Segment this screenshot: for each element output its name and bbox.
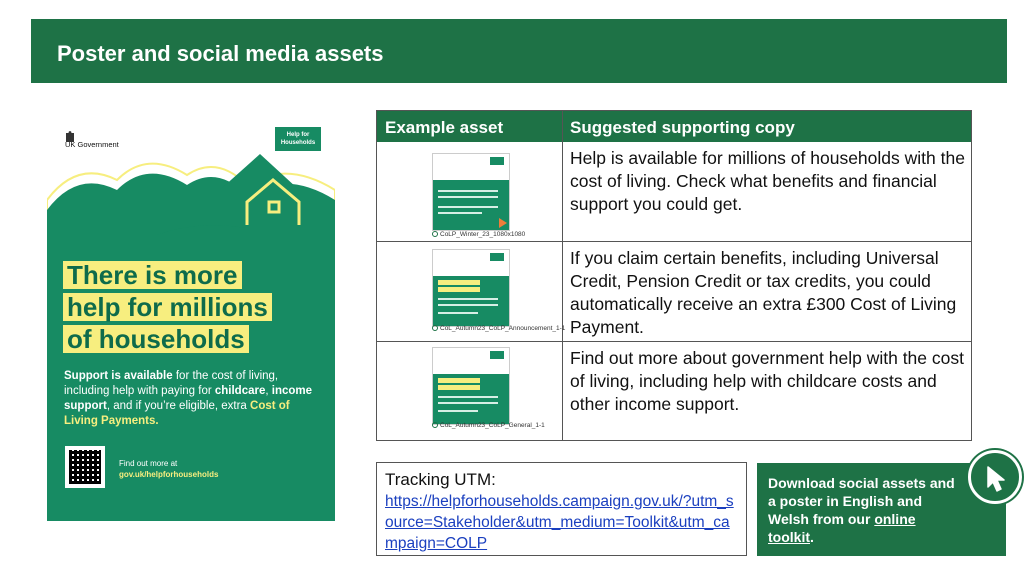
poster-find-url: gov.uk/helpforhouseholds [119,470,219,479]
table-header-asset: Example asset [385,118,504,137]
tracking-link[interactable]: https://helpforhouseholds.campaign.gov.u… [385,493,734,552]
header-bar: Poster and social media assets [31,19,1007,83]
thumb-badge [490,351,504,359]
cursor-click-icon [987,466,1005,492]
assets-table: Example asset Suggested supporting copy … [376,110,972,441]
check-icon [432,422,438,428]
row-divider [377,341,971,342]
poster-body-part-3: childcare [214,385,266,397]
check-icon [432,325,438,331]
thumb-text-line [438,212,482,214]
poster-body-part-2: for the cost of living, including help w… [64,370,279,397]
thumb-text-line [438,206,498,208]
crest-icon [66,131,74,142]
thumb-text-line [438,396,498,398]
poster-find-out: Find out more at gov.uk/helpforhousehold… [119,458,218,480]
poster-body-part-4: , [265,385,272,397]
thumb-badge [490,253,504,261]
thumb-text-line [438,196,498,198]
thumb-headline [438,287,480,292]
table-header: Example asset Suggested supporting copy [377,111,971,142]
thumb-text-line [438,304,498,306]
qr-code [65,446,105,488]
download-text-body: Download social assets and a poster in E… [768,475,955,527]
poster-headline-line-1: There is more [63,261,242,289]
online-toolkit-link[interactable]: online toolkit [768,511,916,545]
thumb-headline [438,280,480,285]
thumb-headline [438,385,480,390]
copy-text: Help is available for millions of househ… [570,148,965,214]
play-icon [499,218,507,228]
asset-caption-text: CoL_Autumn23_CoLP_Announcement_1-1 [440,325,566,332]
tracking-box: Tracking UTM: https://helpforhouseholds.… [376,462,747,556]
asset-caption-text: CoLP_Winter_23_1080x1080 [440,231,526,238]
thumb-text-line [438,298,498,300]
row-divider [377,241,971,242]
asset-thumbnail[interactable] [432,249,510,327]
poster-body-part-7: Cost of Living Payments. [64,400,290,427]
poster-headline: There is more help for millions of house… [63,261,272,357]
poster-body-part-5: income support [64,385,313,412]
thumb-headline [438,378,480,383]
poster-headline-line-3: of households [63,325,249,353]
table-divider [562,111,563,440]
table-header-copy: Suggested supporting copy [570,118,795,137]
poster-body: Support is available for the cost of liv… [64,369,324,429]
download-text: Download social assets and a poster in E… [768,474,963,546]
poster-gov-label: UK Government [65,140,119,149]
poster-headline-line-2: help for millions [63,293,272,321]
thumb-text-line [438,410,478,412]
copy-text: Find out more about government help with… [570,348,964,414]
cursor-click-button[interactable] [968,450,1022,504]
poster-badge: Help for Households [275,127,321,151]
poster-body-part-6: , and if you’re eligible, extra [106,400,251,412]
thumb-text-line [438,190,498,192]
asset-thumbnail[interactable] [432,153,510,231]
thumb-text-line [438,402,498,404]
download-box: Download social assets and a poster in E… [757,463,1006,556]
page-title: Poster and social media assets [57,41,384,66]
asset-caption-text: CoL_Autumn23_CoLP_General_1-1 [440,422,545,429]
tracking-label: Tracking UTM: [385,470,496,489]
asset-caption: CoL_Autumn23_CoLP_General_1-1 [432,422,545,430]
asset-thumbnail[interactable] [432,347,510,425]
poster-body-part-1: Support is available [64,370,173,382]
asset-caption: CoL_Autumn23_CoLP_Announcement_1-1 [432,325,565,333]
thumb-text-line [438,312,478,314]
house-icon [47,154,335,260]
thumb-badge [490,157,504,165]
download-text-suffix: . [810,529,814,545]
poster-image: UK Government Help for Households There … [47,125,335,521]
asset-caption: CoLP_Winter_23_1080x1080 [432,231,525,239]
check-icon [432,231,438,237]
poster-find-label: Find out more at [119,459,178,468]
copy-text: If you claim certain benefits, including… [570,248,957,337]
